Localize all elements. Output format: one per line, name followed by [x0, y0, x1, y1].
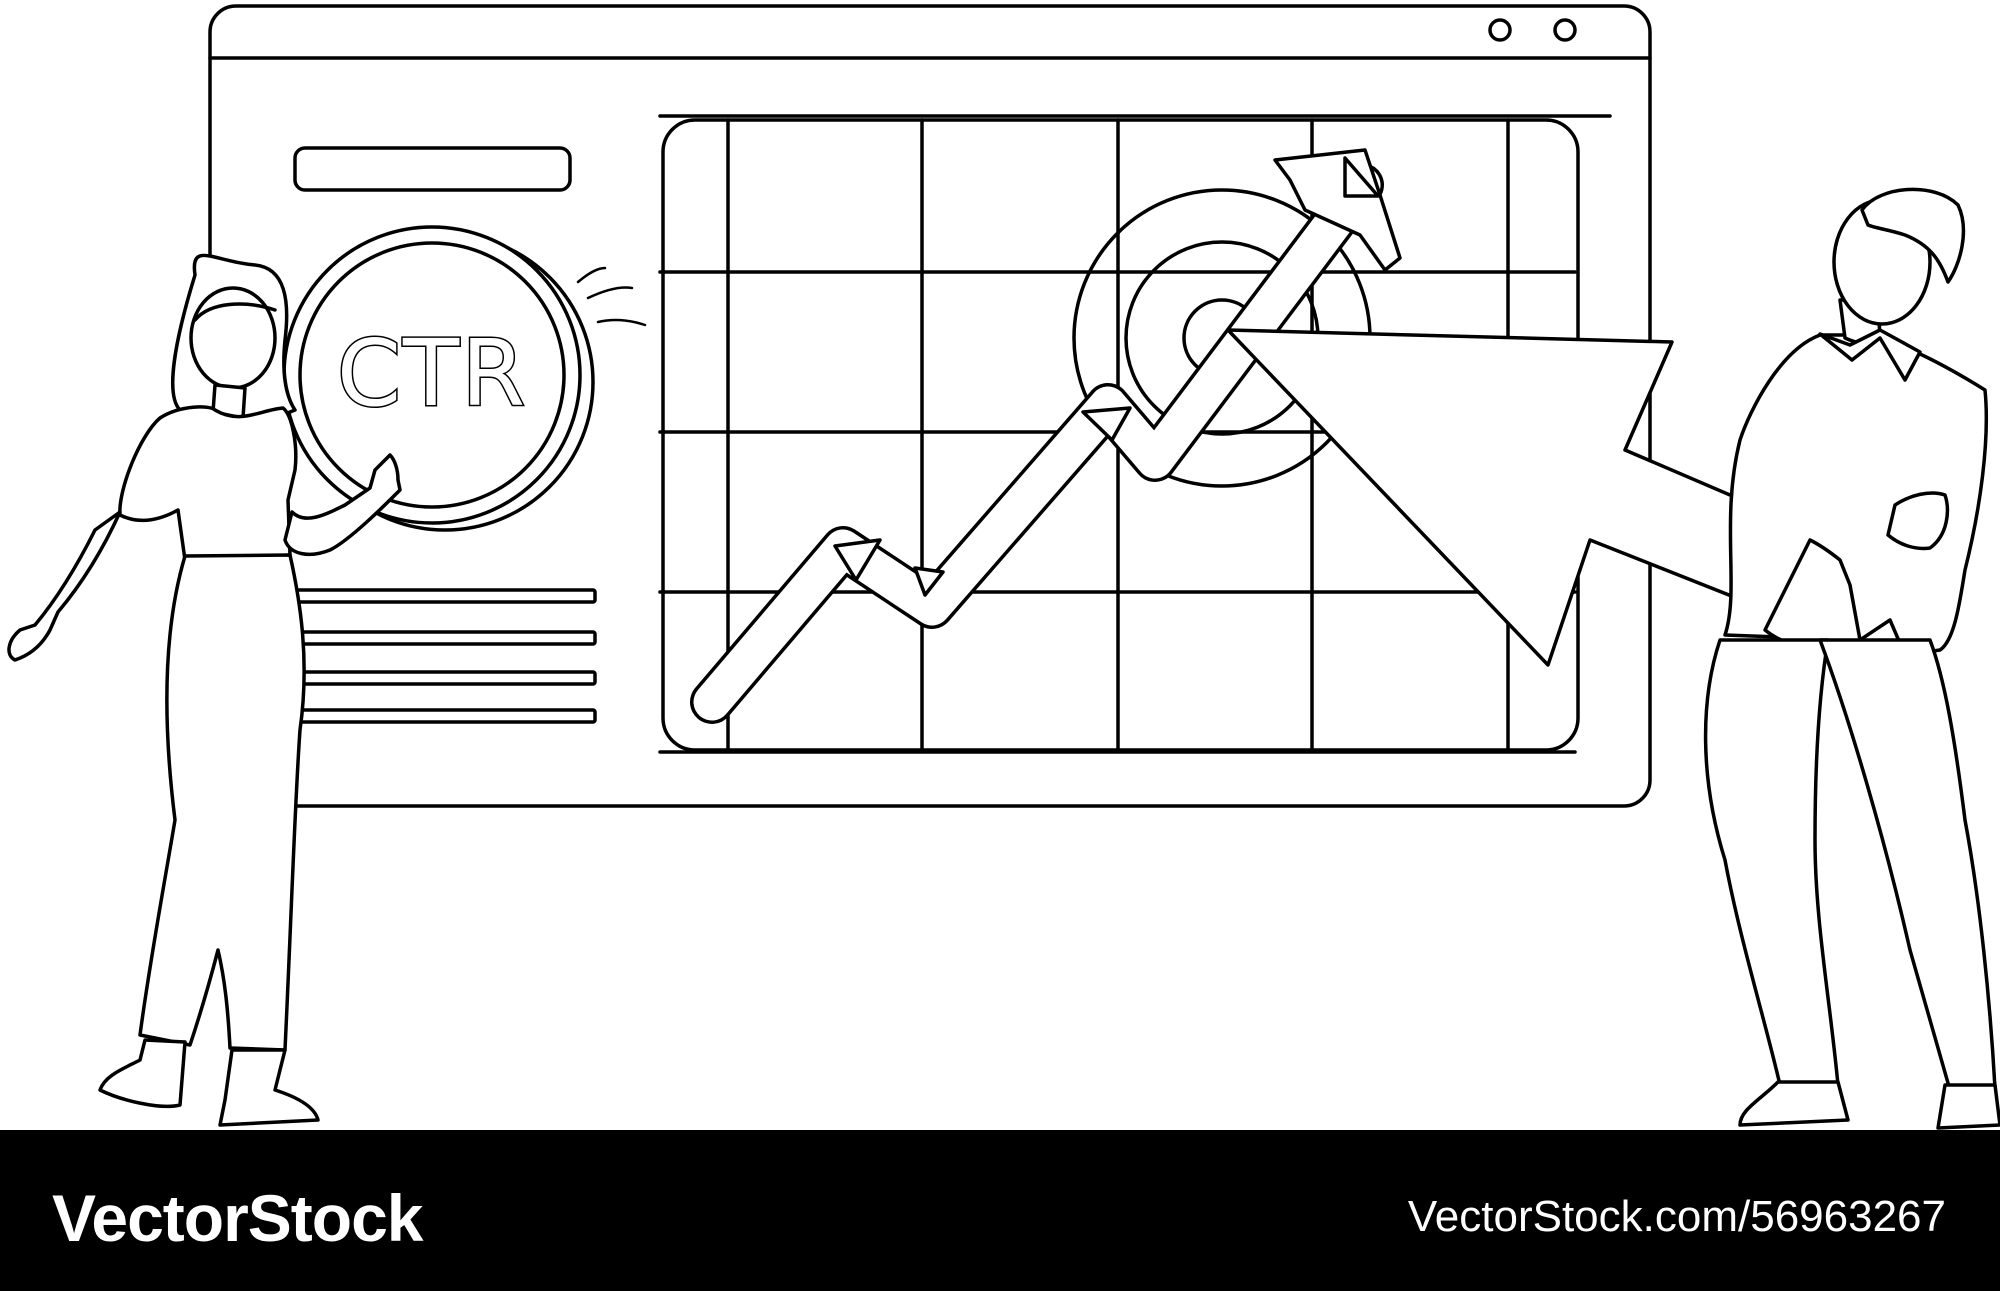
window-control-dot-left — [1490, 20, 1510, 40]
ctr-badge: CTR — [284, 227, 645, 530]
watermark-footer: VectorStock VectorStock.com/56963267 — [0, 1130, 2000, 1291]
man-figure — [1706, 189, 2000, 1128]
growth-arrow-head — [1275, 150, 1400, 270]
window-control-dot-right — [1555, 20, 1575, 40]
brand-logo-text: VectorStock — [52, 1181, 423, 1255]
title-placeholder-bar — [295, 148, 570, 190]
image-reference: VectorStock.com/56963267 — [1407, 1192, 1946, 1241]
sparkle-marks — [578, 268, 645, 325]
woman-figure — [9, 255, 400, 1125]
illustration-canvas: CTR — [0, 0, 2000, 1130]
growth-trend-arrow — [712, 150, 1400, 702]
text-placeholder-lines — [285, 590, 595, 722]
ctr-badge-label: CTR — [337, 320, 527, 427]
